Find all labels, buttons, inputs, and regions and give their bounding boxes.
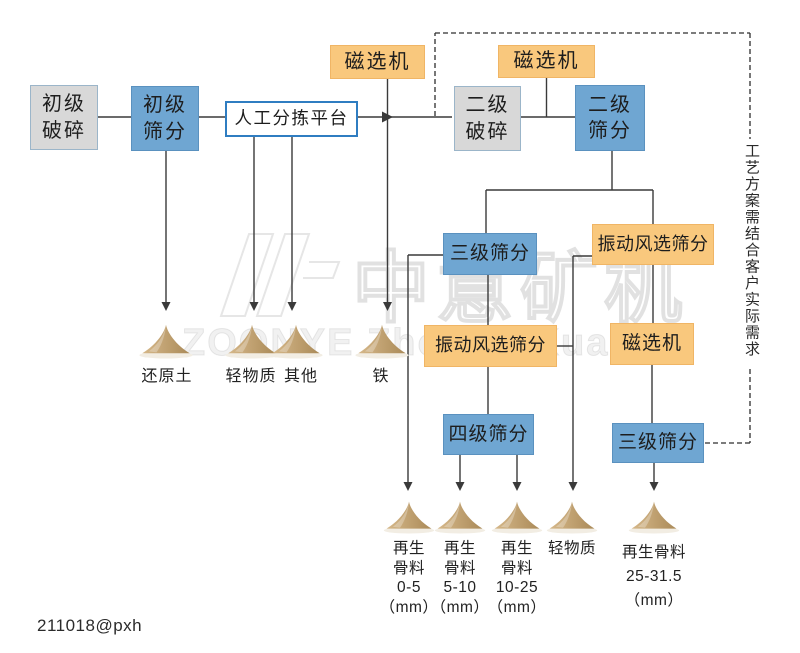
node-primary-crushing: 初级 破碎	[30, 85, 98, 150]
arrowheads	[161, 111, 659, 491]
output-label-other: 其他	[283, 368, 318, 385]
node-magnetic-separator-2: 磁选机	[498, 45, 595, 78]
pile-icon	[491, 501, 543, 534]
pile-icon	[139, 324, 193, 359]
node-manual-sorting-platform: 人工分拣平台	[225, 101, 358, 137]
node-vibrating-air-screening-right: 振动风选筛分	[592, 224, 714, 265]
output-label-aggregate-0-5: 再生 骨料 0-5 （mm）	[379, 540, 439, 616]
credit-text: 211018@pxh	[37, 616, 143, 635]
node-vibrating-air-screening-left: 振动风选筛分	[424, 325, 557, 367]
side-note-vertical-text: 工艺方案需结合客户实际需求	[740, 139, 763, 369]
node-secondary-crushing: 二级 破碎	[454, 86, 521, 151]
output-label-iron: 铁	[372, 368, 390, 385]
pile-icon	[546, 501, 598, 534]
pile-icon	[383, 501, 435, 534]
output-label-aggregate-10-25: 再生 骨料 10-25 （mm）	[487, 540, 547, 616]
pile-icon	[225, 324, 279, 359]
node-tertiary-screening-left: 三级筛分	[443, 233, 537, 275]
node-magnetic-separator-3: 磁选机	[610, 323, 694, 365]
node-quaternary-screening: 四级筛分	[443, 414, 534, 455]
node-secondary-screening: 二级 筛分	[575, 85, 645, 151]
pile-icon	[355, 324, 409, 359]
output-label-light-material-2: 轻物质	[547, 540, 596, 557]
material-piles	[139, 324, 680, 534]
node-tertiary-screening-bottom: 三级筛分	[612, 423, 704, 463]
output-label-light-material-1: 轻物质	[225, 368, 277, 385]
pile-icon	[628, 501, 680, 534]
output-label-aggregate-25-31: 再生骨料 25-31.5 （mm）	[621, 544, 686, 609]
node-primary-screening: 初级 筛分	[131, 86, 199, 151]
node-magnetic-separator-1: 磁选机	[330, 45, 425, 79]
output-label-aggregate-5-10: 再生 骨料 5-10 （mm）	[430, 540, 490, 616]
pile-icon	[269, 324, 323, 359]
solid-connectors	[98, 78, 655, 483]
pile-icon	[434, 501, 486, 534]
output-label-reduced-soil: 还原土	[141, 368, 193, 385]
